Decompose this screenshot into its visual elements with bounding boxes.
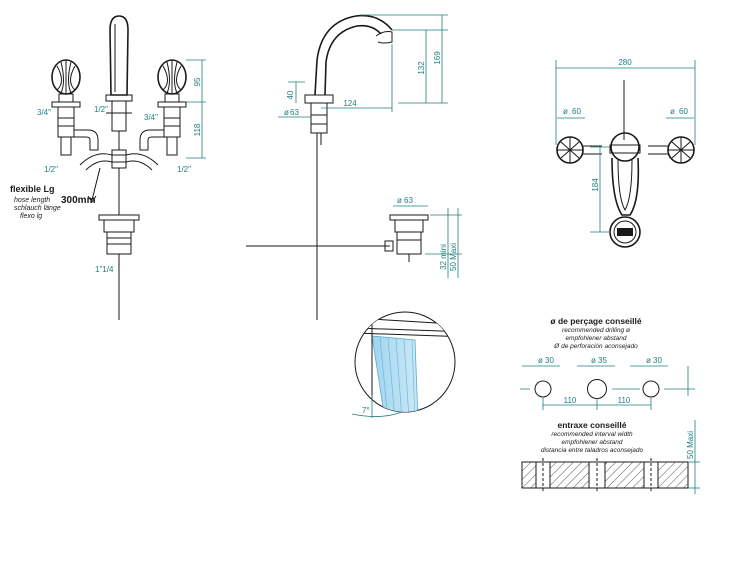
detail-angle: 7° xyxy=(362,406,370,415)
drill-30a: 30 xyxy=(545,356,554,365)
dim-118: 118 xyxy=(193,123,202,136)
interval-title: entraxe conseillé xyxy=(558,420,627,430)
thread-left-inlet-label: 1/2" xyxy=(44,165,58,174)
dim-top-184: 184 xyxy=(591,178,600,192)
drill-110b: 110 xyxy=(618,396,631,405)
dim-waste-32-mini: 32 mini xyxy=(439,244,448,270)
drilling-line-1: recommended drilling ø xyxy=(562,327,630,334)
thread-spout-label: 1/2" xyxy=(94,105,108,114)
dim-waste-50-maxi: 50 Maxi xyxy=(449,243,458,271)
front-height-dimensions: 95 118 xyxy=(186,59,206,159)
drilling-line-2: empfohlener abstand xyxy=(565,335,626,342)
dim-side-169: 169 xyxy=(433,51,442,65)
hose-line-2: schlauch länge xyxy=(14,205,61,212)
side-view: 40 124 ø 63 132 169 ø 63 3 xyxy=(246,14,462,320)
front-tee-connector xyxy=(79,131,159,215)
side-waste: ø 63 32 mini 50 Maxi xyxy=(246,196,462,278)
detail-circle: 7° xyxy=(351,311,456,418)
interval-line-3: distancia entre taladros aconsejado xyxy=(541,447,644,454)
hose-length-value: 300mm xyxy=(61,195,96,206)
interval-line-2: empfohlener abstand xyxy=(561,439,622,446)
recommended-drilling: ø de perçage conseillé recommended drill… xyxy=(520,316,695,410)
dim-side-63-value: 63 xyxy=(290,108,299,117)
front-right-valve xyxy=(139,59,187,156)
interval-line-1: recommended interval width xyxy=(551,431,633,438)
dim-side-132: 132 xyxy=(417,61,426,75)
hose-title: flexible Lg xyxy=(10,184,55,194)
thread-right-valve-label: 3/4" xyxy=(144,113,158,122)
dim-top-280: 280 xyxy=(618,58,632,67)
drill-35-prefix: ø xyxy=(591,356,596,365)
drill-35: 35 xyxy=(598,356,607,365)
drilling-title: ø de perçage conseillé xyxy=(550,316,641,326)
drill-30b: 30 xyxy=(653,356,662,365)
dim-waste-63: 63 xyxy=(404,196,413,205)
dim-side-40: 40 xyxy=(286,90,295,99)
drill-110a: 110 xyxy=(564,396,577,405)
dim-top-60-right-prefix: ø xyxy=(670,107,675,116)
front-left-valve xyxy=(51,59,99,156)
thread-waste-label: 1"1/4 xyxy=(95,265,114,274)
top-view: 280 ø 60 ø 60 184 xyxy=(555,58,696,248)
dim-top-60-left-prefix: ø xyxy=(563,107,568,116)
side-spout-arc xyxy=(314,14,393,96)
dim-waste-63-prefix: ø xyxy=(397,196,402,205)
dim-top-60-right: 60 xyxy=(679,107,688,116)
drill-30b-prefix: ø xyxy=(646,356,651,365)
front-waste xyxy=(98,214,140,320)
hose-line-3: flexo lg xyxy=(20,213,42,220)
drilling-line-3: Ø de perforación aconsejado xyxy=(553,343,638,350)
dim-top-60-left: 60 xyxy=(572,107,581,116)
dim-side-124: 124 xyxy=(343,99,357,108)
hose-line-1: hose length xyxy=(14,197,50,204)
interval-50-maxi: 50 Maxi xyxy=(686,431,695,459)
thread-right-inlet-label: 1/2" xyxy=(177,165,191,174)
thread-left-valve-label: 3/4" xyxy=(37,108,51,117)
dim-95: 95 xyxy=(193,77,202,86)
hose-length-note: flexible Lg hose length schlauch länge f… xyxy=(10,184,96,220)
drill-30a-prefix: ø xyxy=(538,356,543,365)
dim-side-63: ø xyxy=(284,108,289,117)
recommended-interval: entraxe conseillé recommended interval w… xyxy=(521,420,700,494)
front-view: 95 118 1/2" 3/4" 3/4" 1/2" 1/2" 1"1/4 fl… xyxy=(10,15,206,320)
front-spout xyxy=(105,15,133,132)
